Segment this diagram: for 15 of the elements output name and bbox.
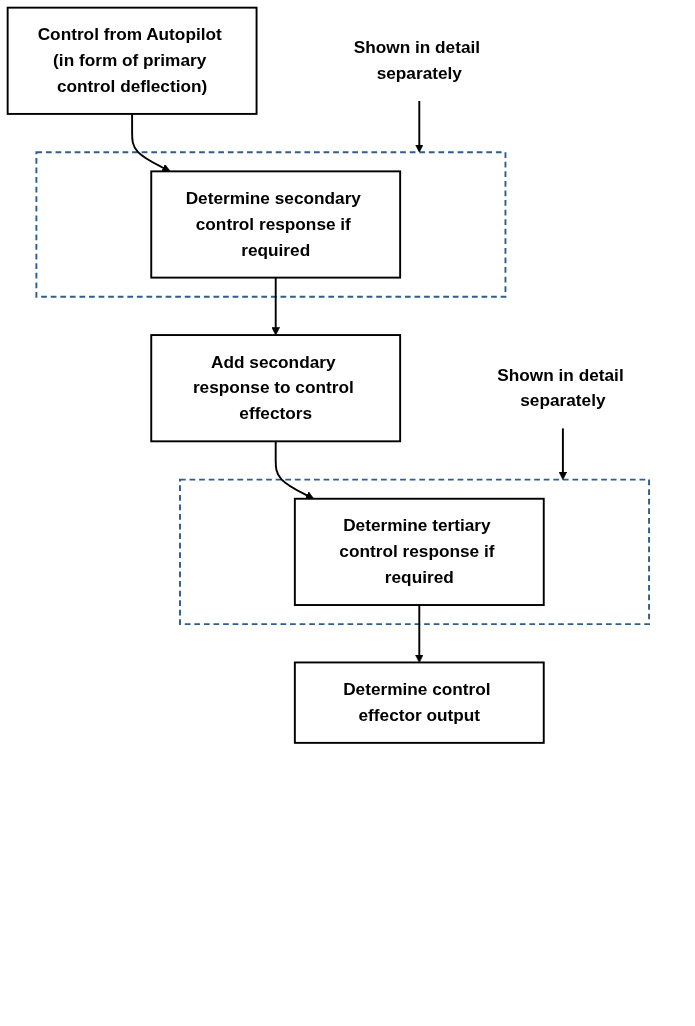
node-box: Add secondary response to control effectors	[150, 334, 402, 443]
node-box: Determine tertiary control response if required	[293, 497, 545, 606]
arrow	[415, 100, 424, 153]
node-box: Determine secondary control response if required	[150, 170, 402, 279]
arrow	[274, 440, 315, 500]
cluster	[35, 151, 507, 298]
cluster	[179, 478, 650, 626]
arrow	[415, 604, 424, 663]
arrow	[558, 427, 568, 480]
arrow	[271, 276, 280, 336]
node-box: Control from Autopilot (in form of primary control deflection)	[6, 6, 258, 115]
node-box: Determine control effector output	[293, 661, 545, 744]
node-text: Shown in detail separately	[353, 37, 481, 83]
node-text: Shown in detail separately	[497, 365, 624, 411]
arrow	[131, 112, 171, 172]
